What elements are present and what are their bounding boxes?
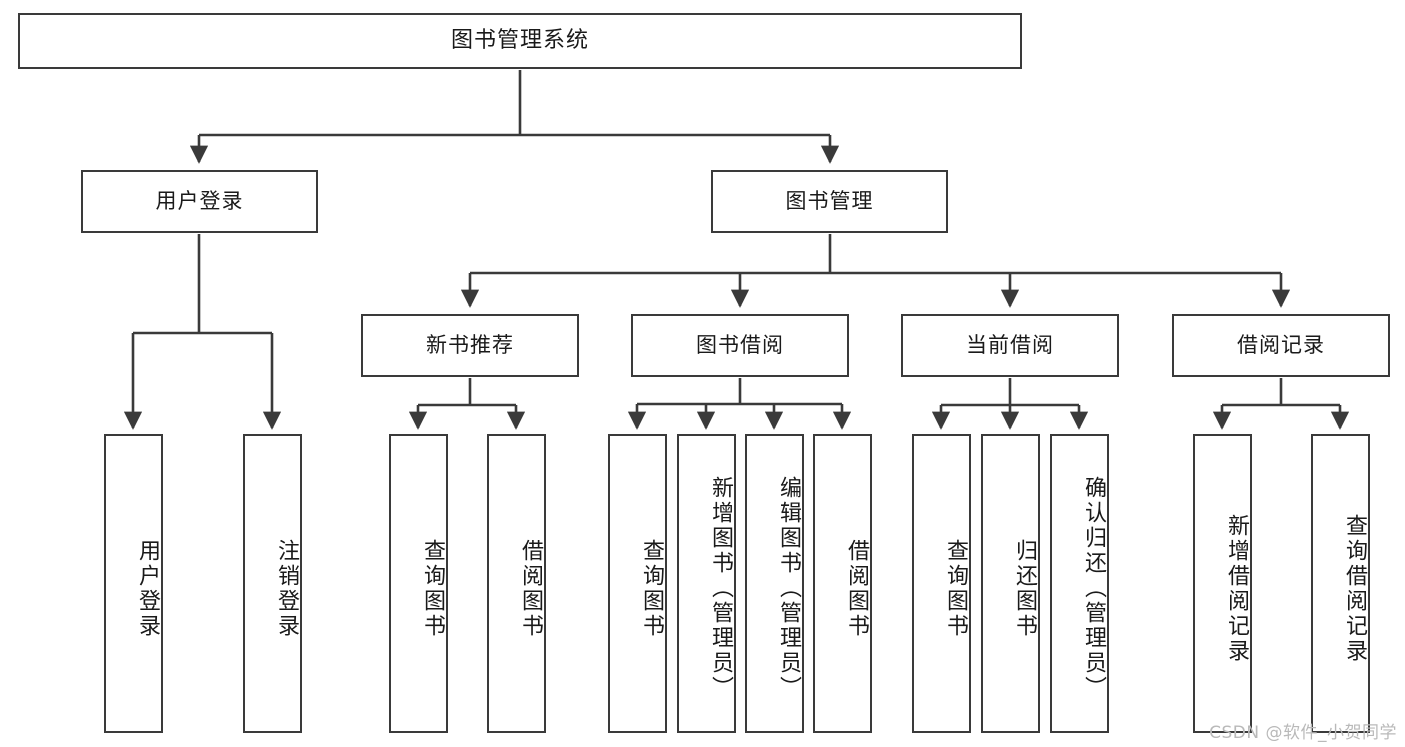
leaf-label: 归还图书 [1012,538,1037,639]
leaf-query-book-new[interactable]: 查询图书 [389,434,448,733]
leaf-borrow-book[interactable]: 借阅图书 [813,434,872,733]
node-book-management[interactable]: 图书管理 [711,170,948,233]
leaf-add-borrow-record[interactable]: 新增借阅记录 [1193,434,1252,733]
leaf-return-book[interactable]: 归还图书 [981,434,1040,733]
leaf-label: 编辑图书（管理员） [776,476,801,701]
leaf-label: 查询图书 [420,538,445,639]
leaf-label: 查询图书 [943,538,968,639]
leaf-query-book-current[interactable]: 查询图书 [912,434,971,733]
leaf-label: 确认归还（管理员） [1081,476,1106,701]
leaf-logout[interactable]: 注销登录 [243,434,302,733]
leaf-label: 借阅图书 [518,538,543,639]
node-borrow-record[interactable]: 借阅记录 [1172,314,1390,377]
csdn-watermark: CSDN @软件_小贺同学 [1209,723,1397,743]
leaf-add-book-admin[interactable]: 新增图书（管理员） [677,434,736,733]
leaf-label: 新增借阅记录 [1224,513,1249,664]
leaf-label: 查询图书 [639,538,664,639]
node-book-borrow[interactable]: 图书借阅 [631,314,849,377]
node-new-book-recommend[interactable]: 新书推荐 [361,314,579,377]
leaf-label: 查询借阅记录 [1342,513,1367,664]
leaf-user-login[interactable]: 用户登录 [104,434,163,733]
leaf-label: 用户登录 [135,538,160,639]
leaf-label: 新增图书（管理员） [708,476,733,701]
leaf-label: 注销登录 [274,538,299,639]
leaf-borrow-book-new[interactable]: 借阅图书 [487,434,546,733]
node-user-login[interactable]: 用户登录 [81,170,318,233]
leaf-confirm-return-admin[interactable]: 确认归还（管理员） [1050,434,1109,733]
node-root-system[interactable]: 图书管理系统 [18,13,1022,69]
leaf-label: 借阅图书 [844,538,869,639]
leaf-query-borrow-record[interactable]: 查询借阅记录 [1311,434,1370,733]
node-current-borrow[interactable]: 当前借阅 [901,314,1119,377]
leaf-query-book-borrow[interactable]: 查询图书 [608,434,667,733]
leaf-edit-book-admin[interactable]: 编辑图书（管理员） [745,434,804,733]
